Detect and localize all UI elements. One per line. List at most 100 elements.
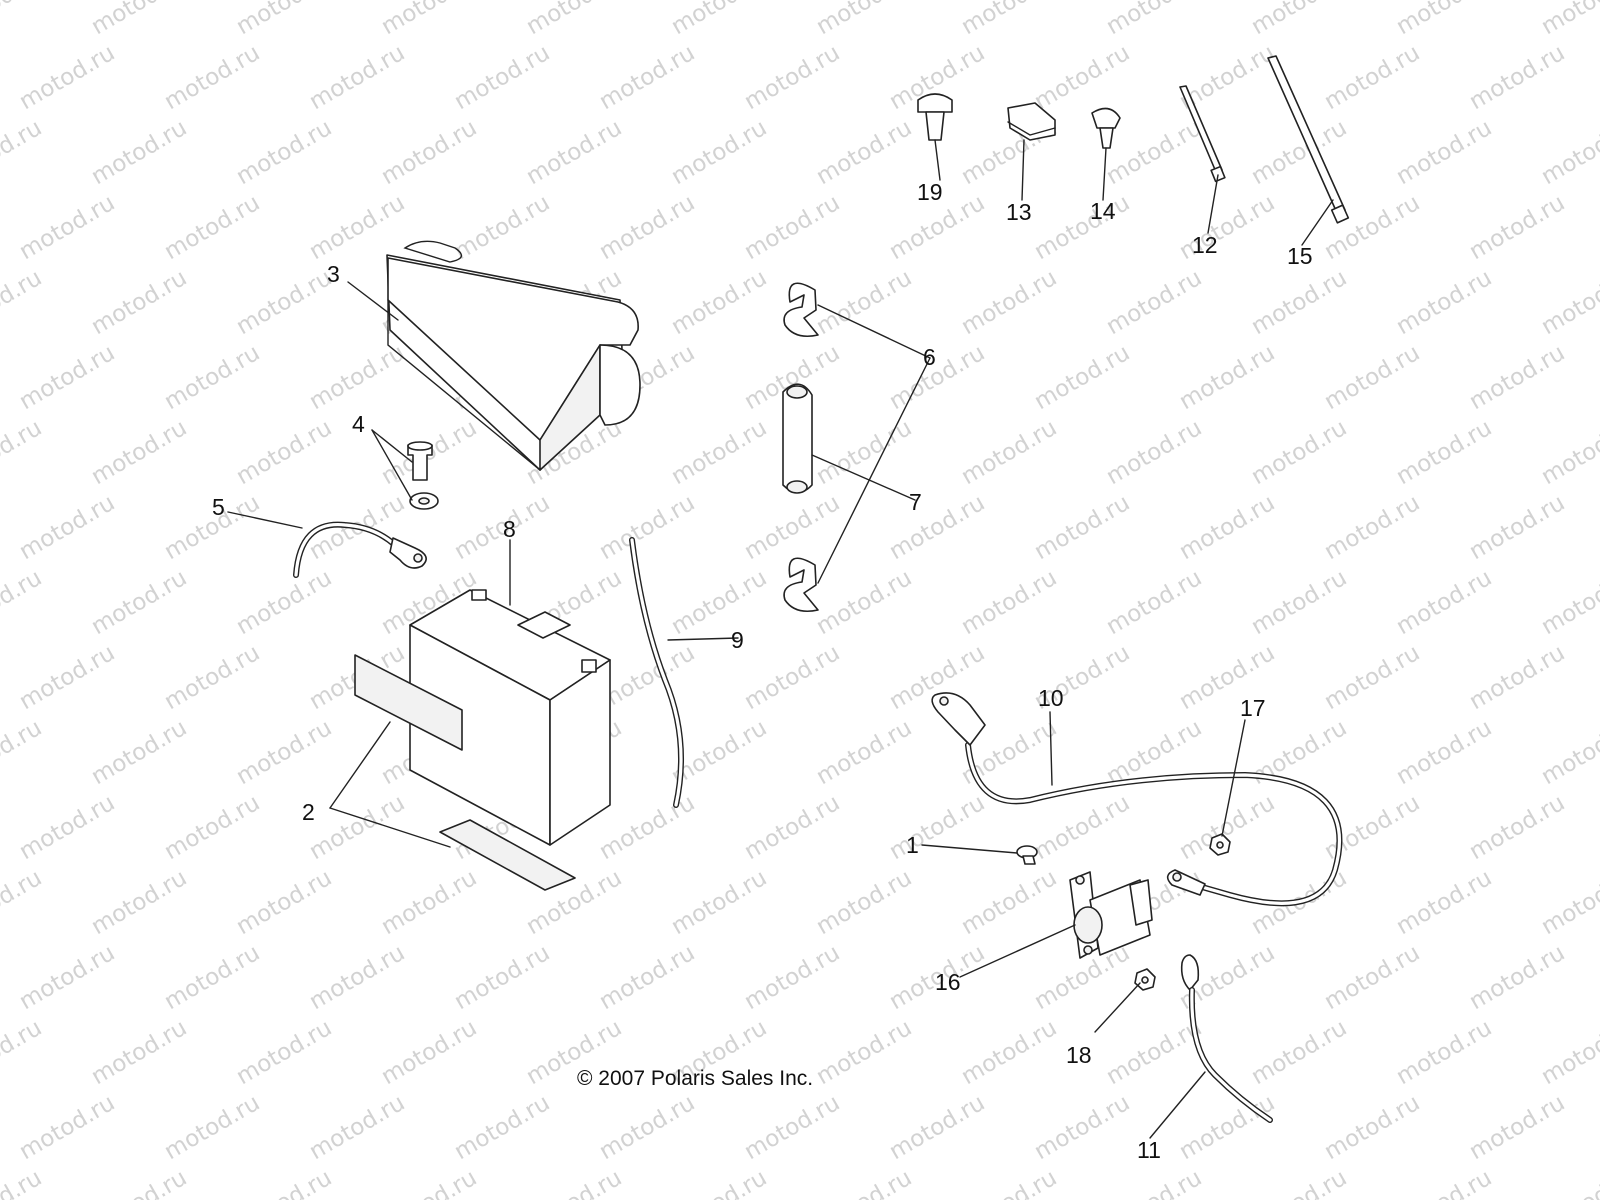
positive-cable-part: [931, 692, 1343, 907]
watermark-text: motod.ru: [15, 190, 119, 265]
callout-6: 6: [923, 344, 936, 370]
watermark-text: motod.ru: [232, 865, 336, 940]
callout-15: 15: [1287, 243, 1313, 269]
watermark-text: motod.ru: [885, 340, 989, 415]
watermark-text: motod.ru: [0, 1015, 46, 1090]
watermark-text: motod.ru: [1175, 490, 1279, 565]
push-rivet-part: [917, 93, 953, 141]
watermark-text: motod.ru: [1392, 1015, 1496, 1090]
watermark-text: motod.ru: [1030, 190, 1134, 265]
watermark-text: motod.ru: [667, 115, 771, 190]
watermark-text: motod.ru: [1465, 40, 1569, 115]
watermark-text: motod.ru: [957, 1165, 1061, 1200]
watermark-text: motod.ru: [1247, 265, 1351, 340]
watermark-text: motod.ru: [1537, 565, 1600, 640]
watermark-text: motod.ru: [1392, 0, 1496, 40]
watermark-text: motod.ru: [87, 1015, 191, 1090]
watermark-text: motod.ru: [812, 0, 916, 40]
callout-2: 2: [302, 799, 315, 825]
watermark-text: motod.ru: [377, 865, 481, 940]
solenoid-part: [1069, 871, 1153, 959]
watermark-text: motod.ru: [740, 790, 844, 865]
watermark-text: motod.ru: [812, 565, 916, 640]
watermark-text: motod.ru: [812, 1165, 916, 1200]
watermark-text: motod.ru: [667, 1165, 771, 1200]
connector-clip-part: [1007, 102, 1056, 141]
watermark-text: motod.ru: [740, 1090, 844, 1165]
watermark-text: motod.ru: [1537, 715, 1600, 790]
watermark-text: motod.ru: [1320, 640, 1424, 715]
watermark-text: motod.ru: [957, 1015, 1061, 1090]
watermark-text: motod.ru: [305, 790, 409, 865]
callout-12: 12: [1192, 232, 1218, 258]
watermark-text: motod.ru: [812, 415, 916, 490]
watermark-text: motod.ru: [87, 0, 191, 40]
watermark-text: motod.ru: [1102, 565, 1206, 640]
watermark-text: motod.ru: [1537, 865, 1600, 940]
battery-clips-part: [783, 282, 819, 613]
watermark-text: motod.ru: [15, 40, 119, 115]
watermark-text: motod.ru: [1392, 115, 1496, 190]
watermark-text: motod.ru: [812, 865, 916, 940]
watermark-text: motod.ru: [232, 0, 336, 40]
copyright-text: © 2007 Polaris Sales Inc.: [577, 1067, 813, 1090]
callout-5: 5: [212, 494, 225, 520]
watermark-text: motod.ru: [1175, 790, 1279, 865]
battery-part: [354, 589, 611, 891]
watermark-text: motod.ru: [232, 1165, 336, 1200]
watermark-text: motod.ru: [232, 415, 336, 490]
watermark-text: motod.ru: [450, 940, 554, 1015]
watermark-text: motod.ru: [1465, 490, 1569, 565]
watermark-text: motod.ru: [0, 565, 46, 640]
watermark-text: motod.ru: [87, 865, 191, 940]
solenoid-cable-part: [1180, 954, 1273, 1123]
watermark-text: motod.ru: [667, 865, 771, 940]
callout-3: 3: [327, 261, 340, 287]
hold-down-strap-part: [782, 383, 813, 494]
watermark-text: motod.ru: [957, 865, 1061, 940]
watermark-text: motod.ru: [377, 1165, 481, 1200]
watermark-text: motod.ru: [740, 640, 844, 715]
watermark-text: motod.ru: [0, 265, 46, 340]
watermark-text: motod.ru: [1537, 415, 1600, 490]
watermark-text: motod.ru: [160, 40, 264, 115]
watermark-text: motod.ru: [812, 265, 916, 340]
watermark-text: motod.ru: [15, 340, 119, 415]
watermark-text: motod.ru: [232, 715, 336, 790]
callout-16: 16: [935, 969, 961, 995]
watermark-text: motod.ru: [595, 490, 699, 565]
watermark-text: motod.ru: [1537, 265, 1600, 340]
watermark-text: motod.ru: [1392, 715, 1496, 790]
callout-14: 14: [1090, 198, 1116, 224]
watermark-text: motod.ru: [1030, 340, 1134, 415]
callout-10: 10: [1038, 685, 1064, 711]
callout-11: 11: [1137, 1137, 1161, 1163]
watermark-text: motod.ru: [87, 265, 191, 340]
watermark-text: motod.ru: [667, 0, 771, 40]
watermark-text: motod.ru: [305, 340, 409, 415]
callout-17: 17: [1240, 695, 1266, 721]
watermark-text: motod.ru: [377, 1015, 481, 1090]
watermark-text: motod.ru: [1465, 640, 1569, 715]
watermark-text: motod.ru: [305, 190, 409, 265]
watermark-text: motod.ru: [160, 190, 264, 265]
watermark-text: motod.ru: [15, 1090, 119, 1165]
watermark-text: motod.ru: [1030, 40, 1134, 115]
vent-tube-part: [629, 537, 684, 808]
watermark-text: motod.ru: [1175, 190, 1279, 265]
watermark-text: motod.ru: [450, 1090, 554, 1165]
watermark-text: motod.ru: [1320, 940, 1424, 1015]
watermark-text: motod.ru: [0, 415, 46, 490]
watermark-text: motod.ru: [1320, 340, 1424, 415]
watermark-text: motod.ru: [1537, 0, 1600, 40]
watermark-text: motod.ru: [740, 190, 844, 265]
watermark-text: motod.ru: [1175, 340, 1279, 415]
watermark-text: motod.ru: [450, 190, 554, 265]
watermark-text: motod.ru: [160, 340, 264, 415]
watermark-text: motod.ru: [595, 190, 699, 265]
watermark-text: motod.ru: [885, 1090, 989, 1165]
watermark-text: motod.ru: [232, 115, 336, 190]
battery-cover-part: [386, 240, 641, 471]
watermark-text: motod.ru: [1537, 115, 1600, 190]
